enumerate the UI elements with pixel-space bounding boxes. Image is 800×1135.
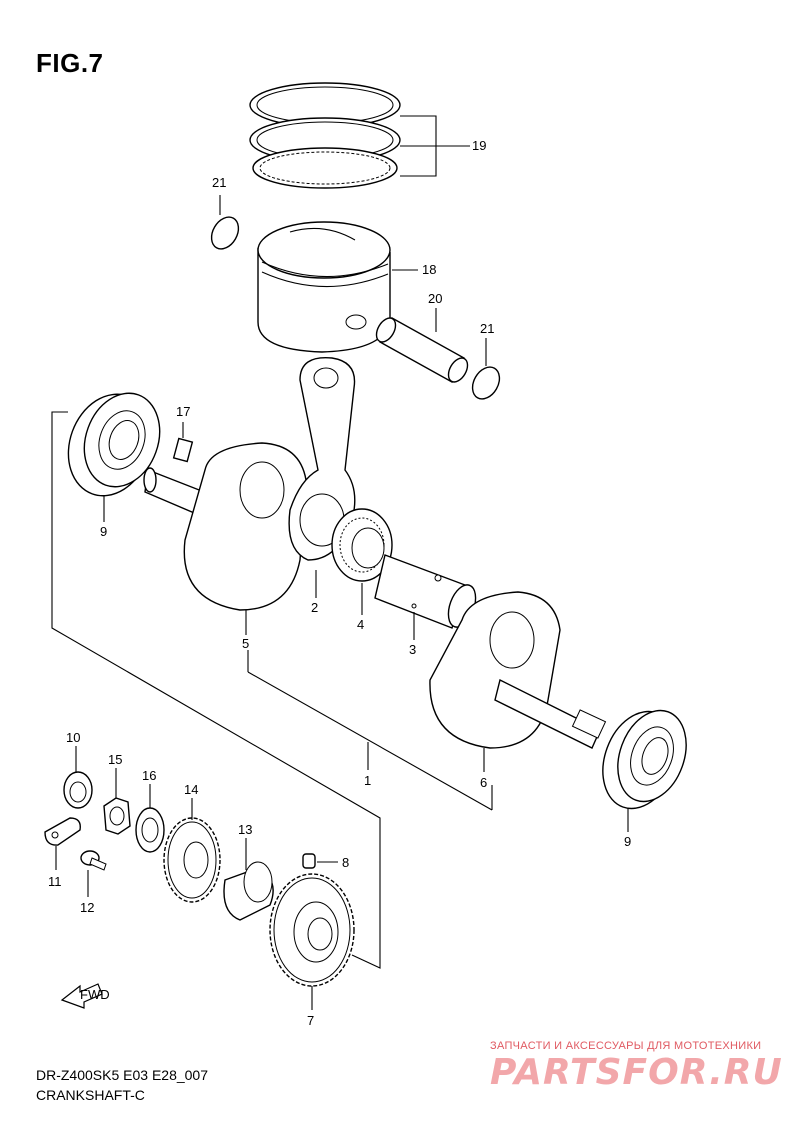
figure-title: FIG.7 [36, 48, 104, 78]
bearing-left [67, 392, 161, 522]
fwd-arrow-icon: FWD [60, 983, 110, 1009]
callout-18: 18 [422, 262, 436, 277]
fwd-label: FWD [80, 987, 110, 1002]
watermark-logo: PARTSFOR.RU [490, 1052, 783, 1093]
screw-12 [80, 850, 107, 897]
callout-labels: 19 21 18 20 21 17 9 2 4 5 3 1 6 9 10 15 … [48, 138, 631, 1028]
callout-21-upper: 21 [212, 175, 226, 190]
section-name: CRANKSHAFT-C [36, 1087, 145, 1103]
callout-11: 11 [48, 874, 62, 889]
woodruff-key [172, 422, 194, 463]
callout-19: 19 [472, 138, 486, 153]
callout-16: 16 [142, 768, 156, 783]
model-code: DR-Z400SK5 E03 E28_007 [36, 1067, 208, 1083]
callout-14: 14 [184, 782, 198, 797]
callout-7: 7 [307, 1013, 314, 1028]
callout-17: 17 [176, 404, 190, 419]
circlip-lower [471, 338, 501, 400]
assembly-bracket-lines [51, 411, 493, 969]
bushing-10 [63, 746, 93, 809]
piston-rings [249, 82, 470, 189]
callout-8: 8 [342, 855, 349, 870]
callout-12: 12 [80, 900, 94, 915]
washer-16 [135, 784, 165, 853]
needle-bearing [331, 508, 393, 615]
gear-13 [223, 838, 274, 921]
crank-web-left [143, 442, 307, 635]
pin-8 [302, 853, 338, 869]
callout-5: 5 [242, 636, 249, 651]
piston-pin [375, 308, 469, 383]
callout-20: 20 [428, 291, 442, 306]
callout-9-right: 9 [624, 834, 631, 849]
piston [257, 221, 418, 353]
circlip-upper [210, 195, 240, 250]
callout-10: 10 [66, 730, 80, 745]
watermark-tagline: ЗАПЧАСТИ И АКСЕССУАРЫ ДЛЯ МОТОТЕХНИКИ [490, 1040, 762, 1052]
callout-3: 3 [409, 642, 416, 657]
callout-2: 2 [311, 600, 318, 615]
gear-14 [163, 798, 221, 903]
callout-9-left: 9 [100, 524, 107, 539]
callout-15: 15 [108, 752, 122, 767]
callout-1: 1 [364, 773, 371, 788]
crank-web-right [429, 591, 607, 772]
nut-15 [103, 768, 131, 835]
callout-13: 13 [238, 822, 252, 837]
callout-6: 6 [480, 775, 487, 790]
callout-4: 4 [357, 617, 364, 632]
bearing-right [602, 709, 687, 832]
callout-21-lower: 21 [480, 321, 494, 336]
plate-11 [44, 817, 81, 870]
gear-7 [269, 873, 355, 1010]
